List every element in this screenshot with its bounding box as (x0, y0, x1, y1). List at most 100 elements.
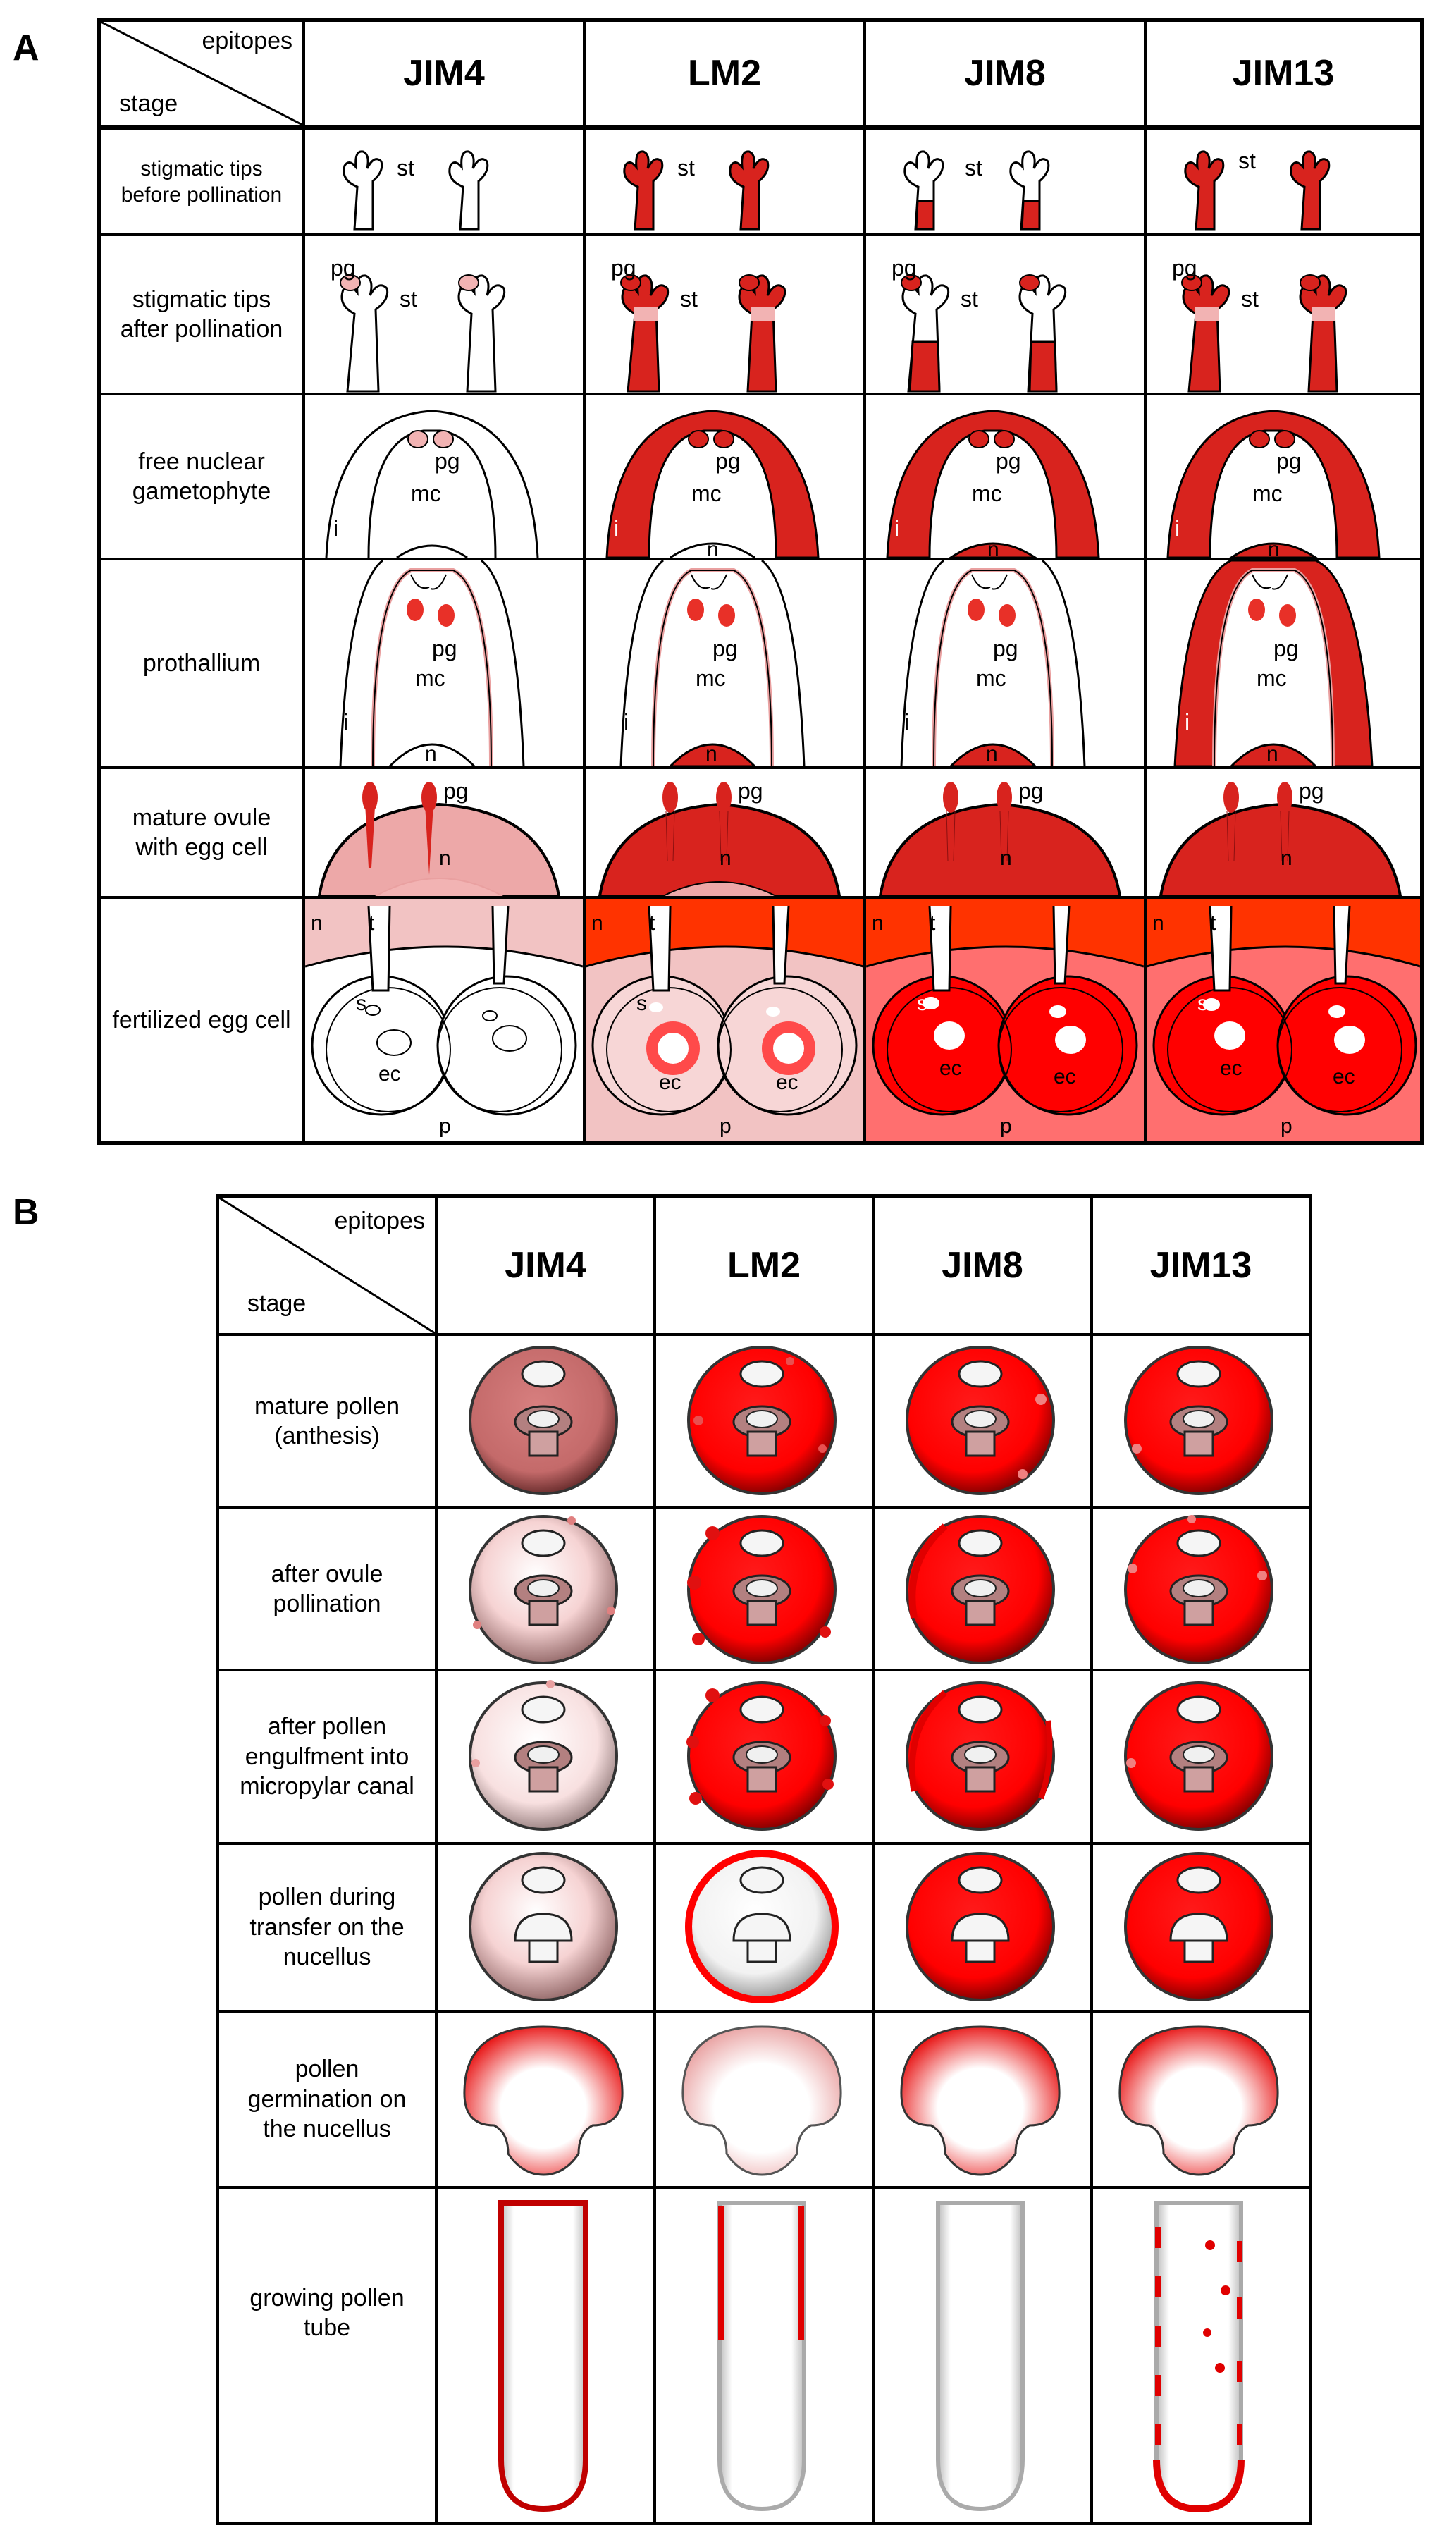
gametophyte-lm2: pg mc i n (605, 410, 820, 558)
label-st: st (1238, 148, 1256, 173)
label-t: t (649, 912, 655, 935)
fertilized-egg-jim8: n t s ec ec p (866, 899, 1144, 1141)
corner-stage: stage (119, 90, 178, 117)
gametophyte-jim8: pg mc i n (886, 410, 1100, 558)
column-lm2: LM2 (727, 1245, 801, 1286)
label-pg: pg (993, 636, 1018, 661)
label-i: i (333, 516, 338, 541)
pollen-anthesis-jim8 (906, 1346, 1055, 1495)
label-i: i (614, 516, 619, 541)
label-s: s (1197, 992, 1208, 1015)
gametophyte-jim4: pg mc i (325, 410, 539, 558)
label-mc: mc (1257, 665, 1287, 691)
stage-label: mature pollen (anthesis) (254, 1392, 400, 1450)
label-pg: pg (331, 255, 356, 281)
label-n: n (1000, 847, 1012, 870)
label-pg: pg (432, 636, 457, 661)
label-pg: pg (1172, 255, 1197, 281)
corner-epitopes: epitopes (202, 27, 292, 54)
fertilized-egg-lm2: n t s ec ec p (586, 899, 863, 1141)
label-ec: ec (1333, 1065, 1355, 1088)
stigma-after-lm2: pg st (611, 255, 786, 393)
label-st: st (680, 286, 698, 312)
panel-b-corner: epitopes stage (219, 1198, 435, 1333)
stigma-before-jim13: st (1184, 148, 1331, 231)
panel-b-table: epitopes stage JIM4 LM2 JIM8 JIM13 matur… (216, 1194, 1312, 2525)
label-pg: pg (443, 778, 469, 804)
panel-a-label: A (13, 27, 39, 68)
pollen-germination-jim8 (900, 2025, 1061, 2176)
panel-b-label: B (13, 1192, 39, 1233)
label-n: n (1152, 912, 1164, 935)
label-ec: ec (378, 1062, 401, 1086)
label-n: n (425, 742, 437, 766)
label-pg: pg (435, 448, 460, 474)
stage-label: stigmatic tips after pollination (120, 286, 283, 343)
pollen-pollinated-jim8 (906, 1515, 1055, 1664)
label-pg: pg (1018, 778, 1044, 804)
label-s: s (636, 992, 647, 1015)
stigma-after-jim8: pg st (892, 255, 1067, 393)
label-n: n (1266, 742, 1278, 766)
label-mc: mc (415, 665, 445, 691)
label-n: n (1268, 538, 1280, 558)
label-st: st (965, 155, 982, 180)
pollen-germination-lm2 (681, 2025, 842, 2176)
label-pg: pg (1299, 778, 1324, 804)
pollen-engulfed-lm2 (686, 1681, 837, 1831)
label-t: t (1210, 912, 1216, 935)
pollen-transfer-lm2 (685, 1850, 839, 2003)
stage-label: fertilized egg cell (112, 1006, 291, 1033)
label-i: i (894, 516, 899, 541)
label-st: st (400, 286, 417, 312)
label-p: p (720, 1115, 732, 1138)
pollen-pollinated-jim13 (1124, 1515, 1273, 1664)
panel-a-table: epitopes stage JIM4 LM2 JIM8 JIM13 stigm… (97, 18, 1424, 1145)
pollen-engulfed-jim4 (469, 1680, 618, 1831)
label-mc: mc (976, 665, 1006, 691)
label-n: n (987, 538, 999, 558)
label-i: i (343, 709, 348, 735)
mature-ovule-jim4: pg n (317, 778, 561, 896)
prothallium-jim8: pg mc i n (900, 560, 1086, 766)
column-jim8: JIM8 (964, 53, 1046, 94)
label-pg: pg (996, 448, 1021, 474)
fertilized-egg-jim4: n t s ec p (305, 899, 583, 1141)
pollen-tube-lm2 (717, 2201, 806, 2512)
fertilized-egg-jim13: n t s ec ec p (1147, 899, 1420, 1141)
label-i: i (624, 709, 629, 735)
mature-ovule-jim8: pg n (878, 778, 1122, 896)
stage-label: growing pollen tube (249, 2284, 405, 2342)
label-ec: ec (776, 1071, 798, 1094)
stigma-before-jim4: st (343, 150, 489, 231)
label-n: n (439, 847, 451, 870)
label-mc: mc (691, 481, 722, 506)
label-s: s (356, 992, 366, 1015)
label-mc: mc (411, 481, 441, 506)
pollen-pollinated-jim4 (469, 1515, 618, 1664)
stage-label: pollen germination on the nucellus (247, 2056, 407, 2143)
prothallium-lm2: pg mc i n (619, 560, 806, 766)
pollen-transfer-jim8 (906, 1852, 1055, 2001)
pollen-germination-jim13 (1118, 2025, 1279, 2176)
label-n: n (705, 742, 717, 766)
pollen-anthesis-lm2 (687, 1346, 837, 1495)
pollen-tube-jim8 (936, 2201, 1025, 2512)
label-pg: pg (611, 255, 636, 281)
stage-label: prothallium (142, 649, 261, 677)
label-n: n (986, 742, 998, 766)
label-i: i (1185, 709, 1190, 735)
label-t: t (369, 912, 375, 935)
label-s: s (917, 992, 927, 1015)
label-ec: ec (1054, 1065, 1076, 1088)
column-jim4: JIM4 (505, 1245, 586, 1286)
column-jim13: JIM13 (1232, 53, 1335, 94)
prothallium-jim4: pg mc i n (339, 560, 525, 766)
label-pg: pg (1273, 636, 1299, 661)
label-pg: pg (892, 255, 917, 281)
label-n: n (591, 912, 603, 935)
label-ec: ec (1220, 1057, 1242, 1080)
column-lm2: LM2 (688, 53, 761, 94)
label-ec: ec (939, 1057, 962, 1080)
column-jim8: JIM8 (942, 1245, 1023, 1286)
